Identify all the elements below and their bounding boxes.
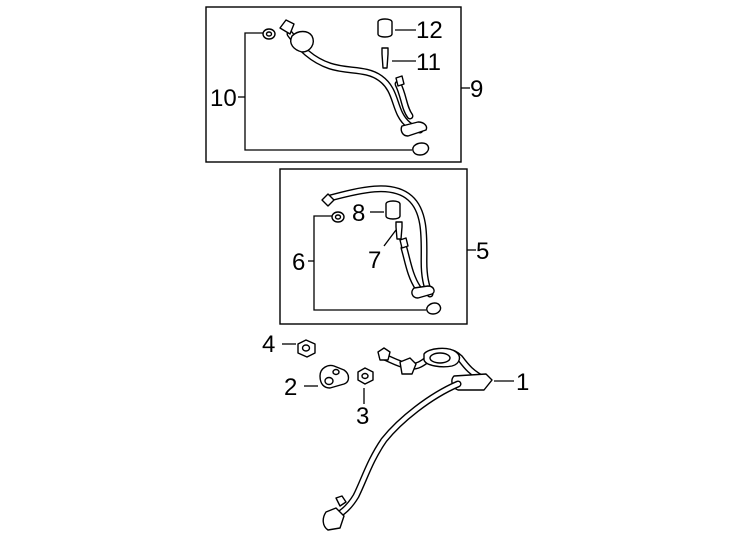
cap-12 — [377, 18, 393, 38]
callout-11: 11 — [416, 49, 441, 76]
cap-6 — [426, 302, 442, 315]
upper-hose — [279, 19, 428, 137]
cap-8 — [385, 200, 401, 220]
callout-6: 6 — [292, 249, 305, 276]
cap-10 — [412, 142, 430, 156]
clamp-bracket-2: 2 — [284, 364, 350, 401]
callout-9: 9 — [470, 76, 483, 103]
callout-5: 5 — [476, 238, 489, 265]
middle-hose — [321, 185, 435, 299]
callout-2: 2 — [284, 374, 297, 401]
callout-8: 8 — [352, 200, 365, 227]
assembly-box-5: 5 6 8 7 — [279, 168, 489, 325]
o-ring-6 — [331, 211, 345, 223]
nut-4: 4 — [262, 331, 316, 358]
valve-core-11 — [381, 47, 389, 69]
callout-10: 10 — [210, 85, 237, 112]
assembly-box-9: 9 10 12 11 — [205, 6, 483, 163]
o-ring-10 — [262, 28, 276, 40]
callout-4: 4 — [262, 331, 275, 358]
callout-12: 12 — [416, 17, 443, 44]
main-hose-assembly-1: 1 — [322, 347, 529, 531]
callout-1: 1 — [516, 369, 529, 396]
callout-7: 7 — [368, 247, 381, 274]
callout-3: 3 — [356, 403, 369, 430]
valve-core-7 — [395, 221, 403, 240]
nut-3: 3 — [356, 367, 374, 430]
